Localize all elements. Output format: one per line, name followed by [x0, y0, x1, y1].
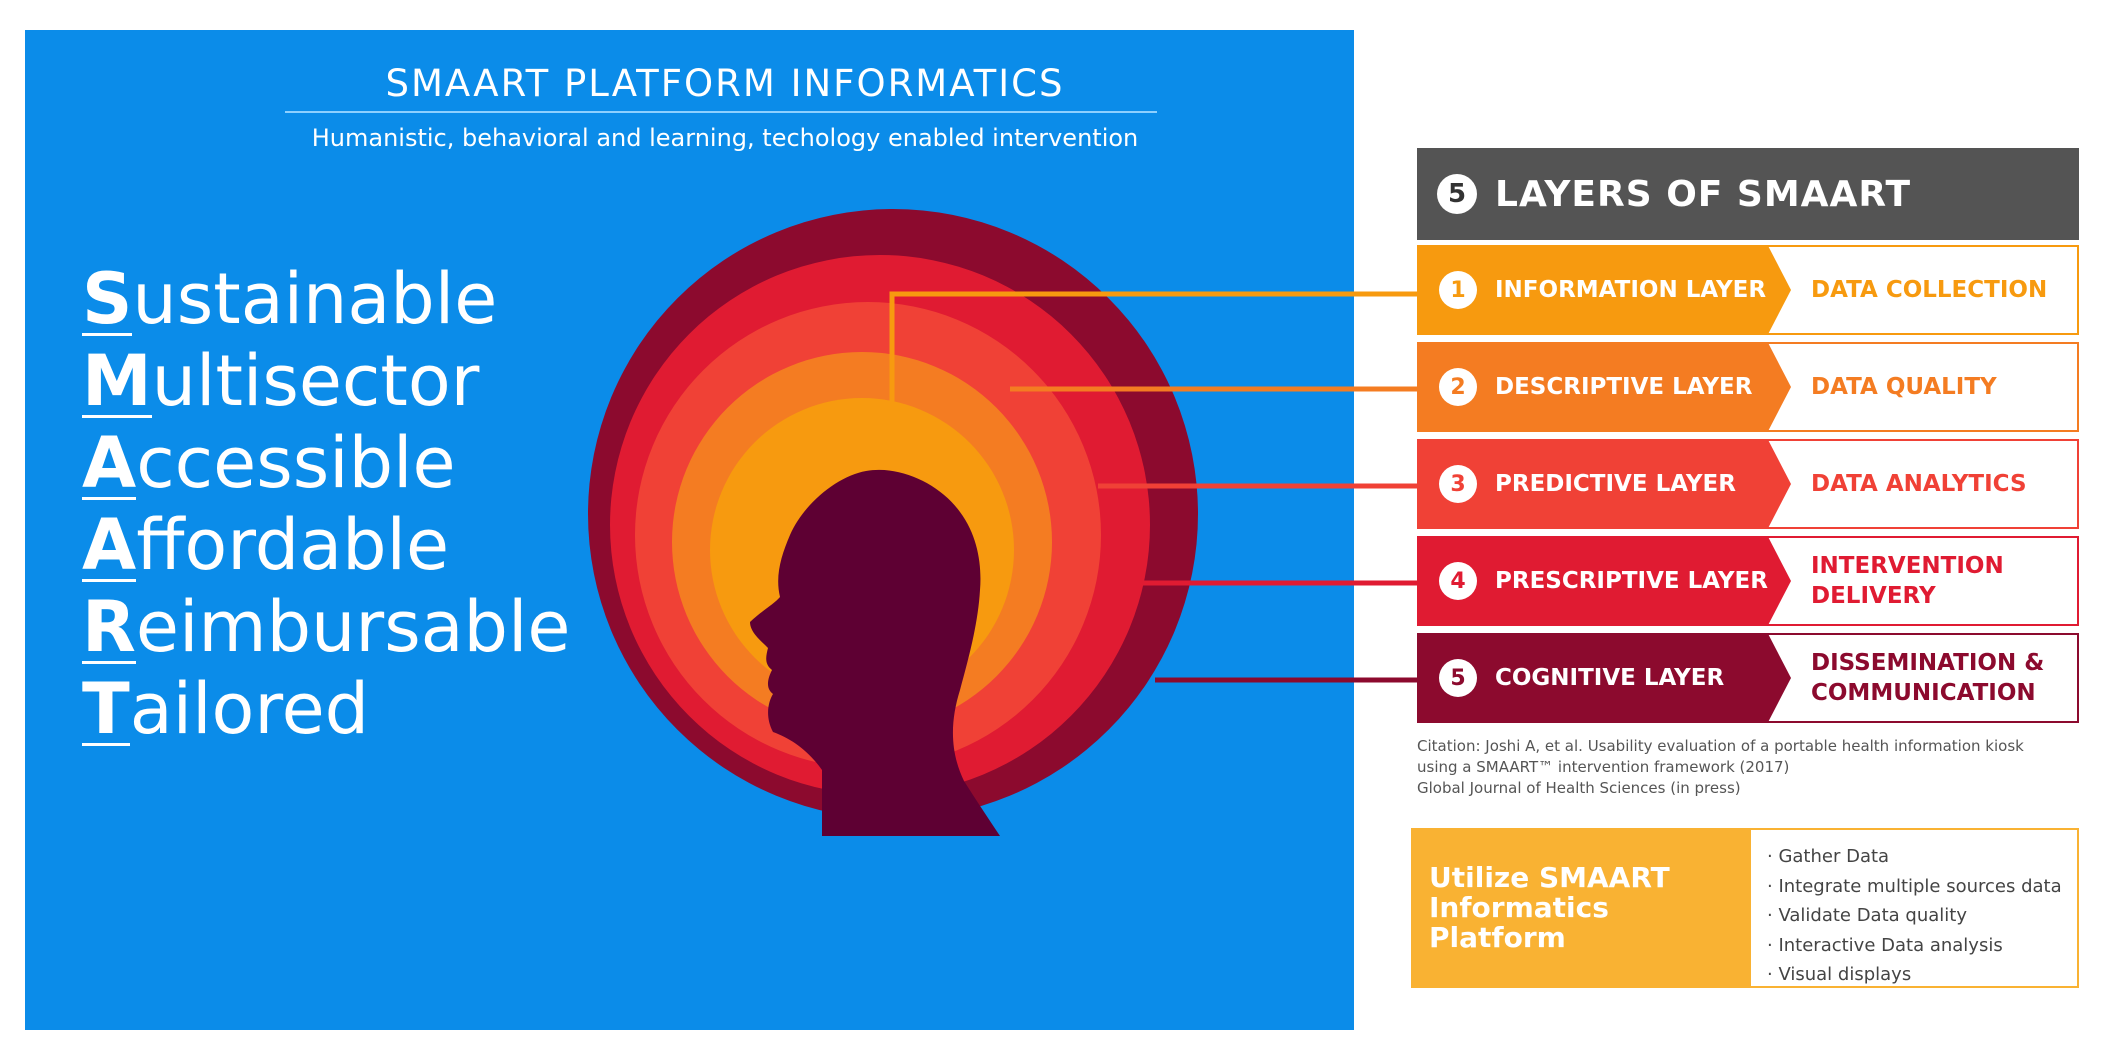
layer-label-box: 5 COGNITIVE LAYER — [1419, 635, 1791, 721]
layers-header: 5 LAYERS OF SMAART — [1417, 148, 2079, 240]
layer-row-information: 1 INFORMATION LAYER DATA COLLECTION — [1417, 245, 2079, 335]
layer-name: PREDICTIVE LAYER — [1495, 471, 1736, 497]
acronym-line-multisector: Multisector — [82, 340, 571, 422]
acronym-rest: ccessible — [136, 422, 456, 504]
layer-function: DISSEMINATION & COMMUNICATION — [1811, 650, 2045, 706]
connector-lines — [889, 291, 1418, 683]
layer-function: DATA COLLECTION — [1811, 277, 2048, 303]
acronym-letter: M — [82, 340, 152, 422]
head-silhouette-icon — [750, 469, 1000, 836]
title-rule — [285, 111, 1157, 113]
layer-number-badge: 3 — [1439, 465, 1477, 503]
layer-row-prescriptive: 4 PRESCRIPTIVE LAYER INTERVENTION DELIVE… — [1417, 536, 2079, 626]
citation-line: Citation: Joshi A, et al. Usability eval… — [1417, 737, 2024, 755]
utilize-list-item: · Integrate multiple sources data — [1767, 875, 2062, 897]
utilize-list-item: · Visual displays — [1767, 964, 1912, 985]
acronym-letter: R — [82, 586, 136, 668]
citation-line: using a SMAART™ intervention framework (… — [1417, 758, 1790, 776]
layer-number-badge: 1 — [1439, 271, 1477, 309]
panel-title: SMAART PLATFORM INFORMATICS — [385, 62, 1065, 105]
acronym-rest: ultisector — [151, 340, 480, 422]
acronym-line-sustainable: Sustainable — [82, 258, 571, 340]
connector-line-1 — [889, 291, 1418, 460]
layer-name: DESCRIPTIVE LAYER — [1495, 374, 1753, 400]
utilize-title-line: Utilize SMAART — [1429, 861, 1670, 894]
layer-row-descriptive: 2 DESCRIPTIVE LAYER DATA QUALITY — [1417, 342, 2079, 432]
layer-function: DATA QUALITY — [1811, 374, 1997, 400]
panel-subtitle: Humanistic, behavioral and learning, tec… — [311, 124, 1139, 152]
acronym-letter: A — [82, 504, 137, 586]
layer-label-box: 2 DESCRIPTIVE LAYER — [1419, 344, 1791, 430]
utilize-title-line: Informatics Platform — [1429, 891, 1609, 954]
layer-label-box: 3 PREDICTIVE LAYER — [1419, 441, 1791, 527]
utilize-list: · Gather Data · Integrate multiple sourc… — [1767, 842, 2062, 990]
acronym-letter: T — [82, 668, 130, 750]
acronym-rest: eimbursable — [135, 586, 571, 668]
utilize-list-item: · Validate Data quality — [1767, 905, 1967, 926]
layer-row-predictive: 3 PREDICTIVE LAYER DATA ANALYTICS — [1417, 439, 2079, 529]
layer-function: DATA ANALYTICS — [1811, 471, 2027, 497]
utilize-list-item: · Gather Data — [1767, 846, 1890, 867]
header-number-badge: 5 — [1437, 174, 1477, 214]
layer-number-badge: 4 — [1439, 562, 1477, 600]
acronym-rest: ffordable — [136, 504, 450, 586]
acronym-rest: ailored — [129, 668, 370, 750]
layer-name: COGNITIVE LAYER — [1495, 665, 1725, 691]
utilize-title: Utilize SMAART Informatics Platform — [1413, 830, 1751, 986]
acronym-line-reimbursable: Reimbursable — [82, 586, 571, 668]
acronym-letter: A — [82, 422, 137, 504]
layer-number-badge: 5 — [1439, 659, 1477, 697]
utilize-box: Utilize SMAART Informatics Platform · Ga… — [1411, 828, 2079, 988]
layer-label-box: 1 INFORMATION LAYER — [1419, 247, 1791, 333]
citation-text: Citation: Joshi A, et al. Usability eval… — [1417, 736, 2077, 799]
acronym-line-accessible: Accessible — [82, 422, 571, 504]
utilize-list-item: · Interactive Data analysis — [1767, 934, 2003, 956]
layer-name: PRESCRIPTIVE LAYER — [1495, 568, 1768, 594]
acronym-rest: ustainable — [132, 258, 498, 340]
citation-line: Global Journal of Health Sciences (in pr… — [1417, 779, 1741, 797]
layer-row-cognitive: 5 COGNITIVE LAYER DISSEMINATION & COMMUN… — [1417, 633, 2079, 723]
layer-name: INFORMATION LAYER — [1495, 277, 1767, 303]
acronym-list: Sustainable Multisector Accessible Affor… — [82, 258, 571, 750]
acronym-line-tailored: Tailored — [82, 668, 571, 750]
acronym-letter: S — [82, 258, 133, 340]
layer-number-badge: 2 — [1439, 368, 1477, 406]
layer-label-box: 4 PRESCRIPTIVE LAYER — [1419, 538, 1791, 624]
layers-header-title: LAYERS OF SMAART — [1495, 173, 1912, 215]
layer-function: INTERVENTION DELIVERY — [1811, 553, 2004, 609]
acronym-line-affordable: Affordable — [82, 504, 571, 586]
